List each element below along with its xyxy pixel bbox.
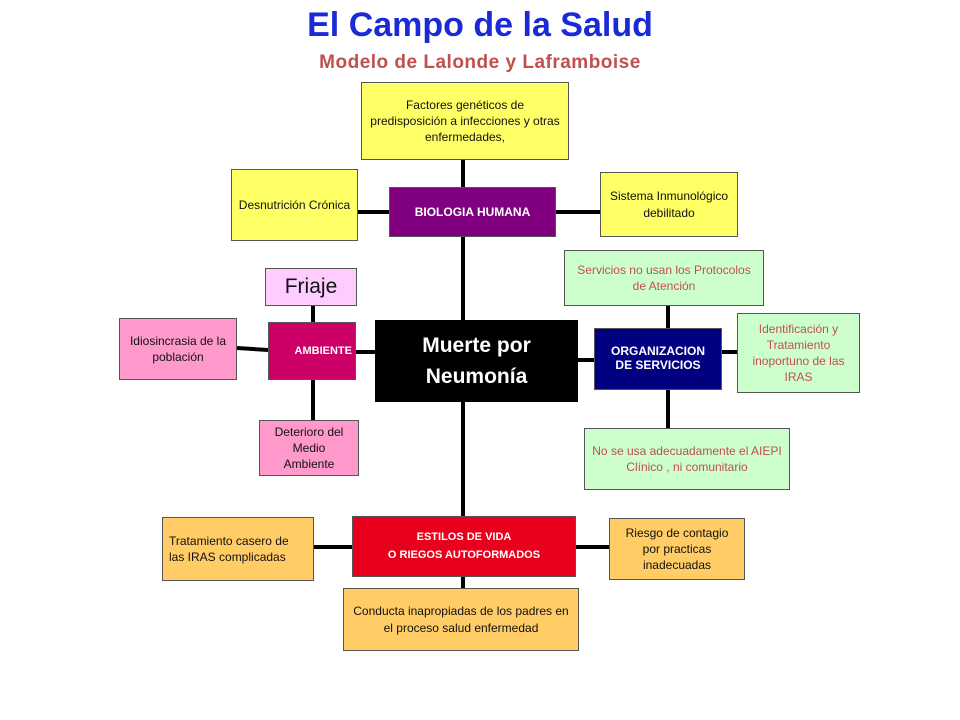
organizacion-line2: DE SERVICIOS bbox=[615, 358, 701, 372]
biologia-humana-box: BIOLOGIA HUMANA bbox=[389, 187, 556, 237]
estilos-de-vida-box: ESTILOS DE VIDA O RIEGOS AUTOFORMADOS bbox=[352, 516, 576, 577]
ambiente-box: AMBIENTE bbox=[268, 322, 356, 380]
idiosincrasia-box: Idiosincrasia de la población bbox=[119, 318, 237, 380]
center-line1: Muerte por bbox=[422, 333, 531, 357]
organizacion-servicios-box: ORGANIZACION DE SERVICIOS bbox=[594, 328, 722, 390]
aiepi-box: No se usa adecuadamente el AIEPI Clínico… bbox=[584, 428, 790, 490]
riesgo-contagio-box: Riesgo de contagio por practicas inadecu… bbox=[609, 518, 745, 580]
identificacion-tratamiento-box: Identificación y Tratamiento inoportuno … bbox=[737, 313, 860, 393]
sistema-inmunologico-box: Sistema Inmunológico debilitado bbox=[600, 172, 738, 237]
line-idiosincrasia bbox=[236, 346, 269, 352]
center-line2: Neumonía bbox=[425, 365, 528, 388]
estilos-line2: O RIEGOS AUTOFORMADOS bbox=[387, 548, 541, 561]
conducta-inapropiada-box: Conducta inapropiadas de los padres en e… bbox=[343, 588, 579, 651]
page-subtitle: Modelo de Lalonde y Laframboise bbox=[319, 52, 641, 73]
page-title: El Campo de la Salud bbox=[307, 6, 653, 44]
servicios-protocolos-box: Servicios no usan los Protocolos de Aten… bbox=[564, 250, 764, 306]
deterioro-box: Deterioro del Medio Ambiente bbox=[259, 420, 359, 476]
friaje-box: Friaje bbox=[265, 268, 357, 306]
muerte-por-neumonia-box: Muerte por Neumonía bbox=[375, 320, 578, 402]
organizacion-line1: ORGANIZACION bbox=[611, 344, 705, 359]
desnutricion-box: Desnutrición Crónica bbox=[231, 169, 358, 241]
estilos-line1: ESTILOS DE VIDA bbox=[416, 531, 512, 544]
tratamiento-casero-box: Tratamiento casero de las IRAS complicad… bbox=[162, 517, 314, 581]
factores-geneticos-box: Factores genéticos de predisposición a i… bbox=[361, 82, 569, 160]
